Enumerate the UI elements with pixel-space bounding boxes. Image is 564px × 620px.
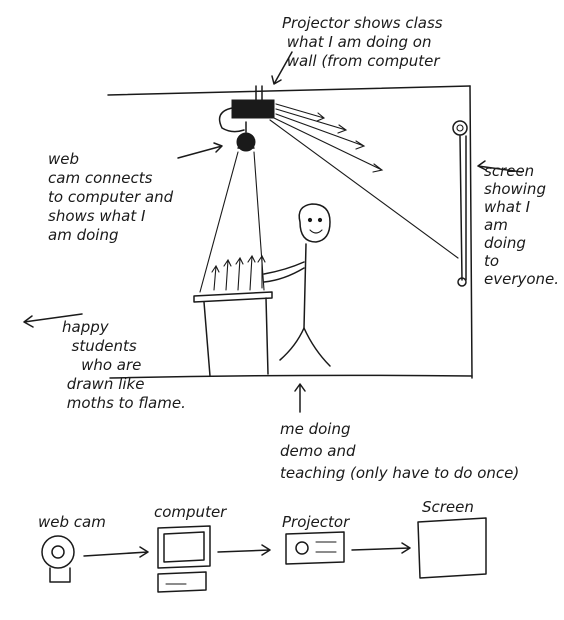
ceiling-webcam: [236, 121, 256, 152]
pointer-me: [294, 383, 306, 413]
flow-label-computer: computer: [154, 503, 227, 521]
flow-webcam: [41, 535, 75, 583]
podium-upward-arrows: [211, 254, 266, 291]
flow-label-webcam: web cam: [38, 513, 106, 531]
note-projector: Projector shows class what I am doing on…: [282, 14, 443, 70]
flow-arrow-2: [217, 544, 271, 556]
pointer-webcam: [177, 142, 223, 159]
flow-computer: [157, 525, 211, 593]
flow-label-screen: Screen: [422, 498, 474, 516]
pointer-students: [23, 313, 83, 328]
floor-line: [109, 374, 473, 379]
flow-arrow-1: [83, 546, 149, 558]
pointer-screen: [477, 160, 523, 173]
wall-screen: [452, 120, 468, 287]
flow-screen: [417, 517, 487, 579]
note-students: happy students who are drawn like moths …: [62, 318, 186, 412]
projection-beam-arrows: [269, 103, 459, 259]
ceiling-line: [107, 85, 471, 96]
note-screen: screen showing what I am doing to everyo…: [484, 162, 560, 288]
note-webcam: web cam connects to computer and shows w…: [48, 150, 174, 244]
right-wall: [469, 85, 473, 379]
flow-label-projector: Projector: [282, 513, 350, 531]
flow-projector: [285, 531, 345, 565]
pointer-projector: [271, 51, 293, 85]
projector-mount: [255, 85, 263, 101]
ceiling-projector: [218, 99, 275, 133]
flow-arrow-3: [351, 542, 411, 554]
podium: [193, 291, 273, 377]
stick-figure-teacher: [263, 203, 331, 367]
webcam-view-cone: [199, 151, 265, 293]
note-me: me doing demo and teaching (only have to…: [280, 420, 520, 482]
